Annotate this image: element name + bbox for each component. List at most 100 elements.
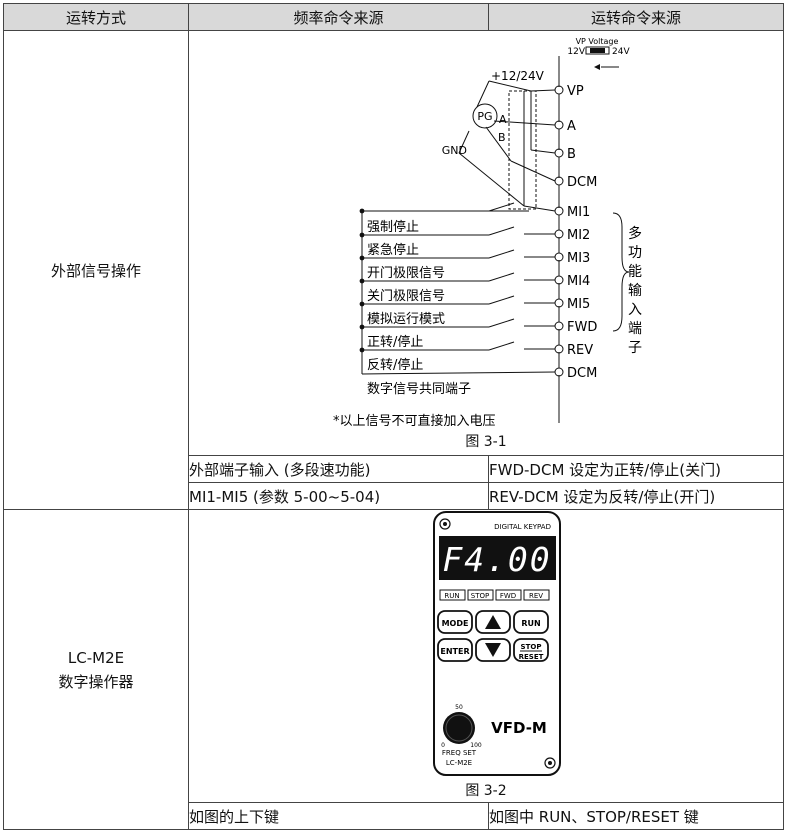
row-keypad: LC-M2E 数字操作器 DIGITAL KEYPAD F4.00 xyxy=(3,509,784,830)
terminal-fwd: FWD xyxy=(567,320,597,335)
header-row: 运转方式 频率命令来源 运转命令来源 xyxy=(3,3,784,31)
terminal-circle xyxy=(554,275,564,285)
mode-keypad-line1: LC-M2E xyxy=(67,648,125,667)
display-value: F4.00 xyxy=(442,540,551,579)
terminal-mi5: MI5 xyxy=(567,297,590,312)
multi-input-char: 多 xyxy=(628,225,642,242)
svg-text:STOP: STOP xyxy=(521,643,542,651)
pg-a-label: A xyxy=(499,113,507,126)
terminal-b: B xyxy=(567,147,576,162)
terminal-dcm: DCM xyxy=(567,175,597,190)
header-run-source: 运转命令来源 xyxy=(488,3,784,31)
keypad-model-label: LC-M2E xyxy=(446,759,472,767)
freq-source-line1: 外部端子输入 (多段速功能) xyxy=(188,455,489,483)
switch-label: 关门极限信号 xyxy=(367,289,445,304)
down-button[interactable] xyxy=(475,638,511,662)
frequency-knob[interactable] xyxy=(443,712,475,744)
up-arrow-icon xyxy=(485,615,501,629)
indicator-rev: REV xyxy=(529,592,543,600)
wiring-diagram: VP Voltage 12V 24V +12/24V PG A B GND VP… xyxy=(333,37,642,426)
common-terminal-label: 数字信号共同端子 xyxy=(367,382,471,397)
terminal-circle xyxy=(554,344,564,354)
knob-scale-top: 50 xyxy=(455,704,463,711)
svg-text:MODE: MODE xyxy=(442,619,469,628)
header-freq-source: 频率命令来源 xyxy=(188,3,489,31)
terminal-mi4: MI4 xyxy=(567,274,590,289)
svg-text:RESET: RESET xyxy=(519,653,544,661)
terminal-circle xyxy=(554,120,564,130)
keypad-drawing: DIGITAL KEYPAD F4.00 RUN STOP FWD REV xyxy=(433,511,561,776)
multi-input-char: 输 xyxy=(628,283,642,299)
down-arrow-icon xyxy=(485,643,501,657)
figure-3-2-caption: 图 3-2 xyxy=(465,783,507,799)
terminal-circle xyxy=(554,229,564,239)
figure-3-1-caption: 图 3-1 xyxy=(465,434,507,450)
svg-text:RUN: RUN xyxy=(521,619,540,628)
vp-12v-label: 12V xyxy=(567,47,585,57)
run-source-keypad: 如图中 RUN、STOP/RESET 键 xyxy=(488,802,784,830)
operation-mode-table: 运转方式 频率命令来源 运转命令来源 外部信号操作 xyxy=(3,3,784,830)
indicator-fwd: FWD xyxy=(500,592,516,600)
pg-b-label: B xyxy=(498,131,506,144)
svg-text:ENTER: ENTER xyxy=(440,647,469,656)
terminal-mi1: MI1 xyxy=(567,205,590,220)
multi-input-char: 能 xyxy=(628,264,642,280)
figure-3-2-cell: DIGITAL KEYPAD F4.00 RUN STOP FWD REV xyxy=(188,509,784,803)
supply-label: +12/24V xyxy=(491,69,545,83)
terminal-mi3: MI3 xyxy=(567,251,590,266)
up-button[interactable] xyxy=(475,610,511,634)
mode-keypad: LC-M2E 数字操作器 xyxy=(3,509,189,830)
run-button[interactable]: RUN xyxy=(513,610,549,634)
terminal-vp: VP xyxy=(567,84,584,99)
gnd-label: GND xyxy=(442,144,467,157)
freq-source-keypad: 如图的上下键 xyxy=(188,802,489,830)
mode-keypad-line2: 数字操作器 xyxy=(58,672,134,691)
switch-label: 紧急停止 xyxy=(367,242,419,258)
row-external: 外部信号操作 xyxy=(3,30,784,510)
multi-input-char: 子 xyxy=(628,340,642,356)
terminal-circle xyxy=(554,176,564,186)
stop-reset-button[interactable]: STOP RESET xyxy=(513,638,549,662)
keypad-display xyxy=(439,536,556,580)
terminal-mi2: MI2 xyxy=(567,228,590,243)
terminal-circle xyxy=(554,367,564,377)
enter-button[interactable]: ENTER xyxy=(437,638,473,662)
switch-label: 正转/停止 xyxy=(367,334,423,350)
indicator-stop: STOP xyxy=(471,592,489,600)
mode-button[interactable]: MODE xyxy=(437,610,473,634)
indicator-run: RUN xyxy=(444,592,459,600)
switch-label: 反转/停止 xyxy=(367,357,423,373)
vp-24v-label: 24V xyxy=(612,47,630,57)
header-mode: 运转方式 xyxy=(3,3,189,31)
figure-3-1-cell: VP Voltage 12V 24V +12/24V PG A B GND VP… xyxy=(188,30,784,456)
switch-label: 模拟运行模式 xyxy=(367,312,445,327)
row-external-sub1: 外部端子输入 (多段速功能) FWD-DCM 设定为正转/停止(关门) xyxy=(4,455,784,483)
vp-jumper xyxy=(590,48,605,53)
terminal-circle xyxy=(554,85,564,95)
keypad-title: DIGITAL KEYPAD xyxy=(494,523,551,531)
run-source-line1: FWD-DCM 设定为正转/停止(关门) xyxy=(488,455,784,483)
terminal-circle xyxy=(554,206,564,216)
keypad-brand: VFD-M xyxy=(491,719,547,737)
terminal-rev: REV xyxy=(567,343,593,358)
knob-scale-min: 0 xyxy=(441,742,445,749)
terminal-circle xyxy=(554,298,564,308)
freq-source-line2: MI1-MI5 (参数 5-00~5-04) xyxy=(188,482,489,510)
knob-scale-max: 100 xyxy=(470,742,482,749)
row-external-sub2: MI1-MI5 (参数 5-00~5-04) REV-DCM 设定为反转/停止(… xyxy=(4,482,784,510)
multi-input-char: 功 xyxy=(628,245,642,261)
terminal-dcm-common: DCM xyxy=(567,366,597,381)
multi-input-char: 端 xyxy=(628,321,642,337)
switch-label: 开门极限信号 xyxy=(367,266,445,281)
run-source-line2: REV-DCM 设定为反转/停止(开门) xyxy=(488,482,784,510)
vp-voltage-title: VP Voltage xyxy=(576,37,619,46)
terminal-circle xyxy=(554,252,564,262)
freq-set-label: FREQ SET xyxy=(442,749,477,757)
terminal-circle xyxy=(554,148,564,158)
switch-label: 强制停止 xyxy=(367,219,419,235)
pg-label: PG xyxy=(477,110,492,123)
mode-external: 外部信号操作 xyxy=(3,30,189,510)
multi-input-char: 入 xyxy=(628,302,642,318)
terminal-a: A xyxy=(567,119,576,134)
wiring-note: *以上信号不可直接加入电压 xyxy=(333,413,496,426)
